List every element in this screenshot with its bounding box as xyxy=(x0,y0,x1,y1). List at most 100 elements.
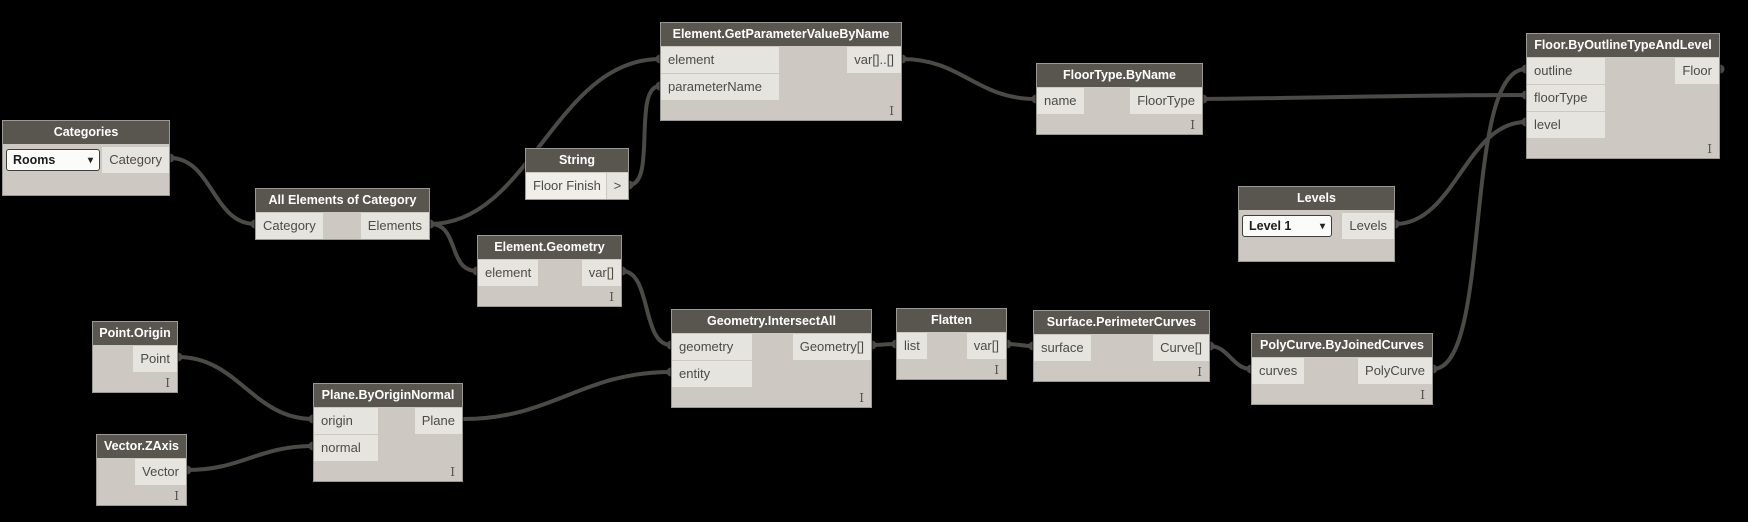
dropdown-value: Level 1 xyxy=(1249,219,1292,233)
output-port-floor[interactable]: Floor xyxy=(1675,58,1719,84)
node-title[interactable]: PolyCurve.ByJoinedCurves xyxy=(1252,334,1432,357)
wire-elements-to-getparam-element[interactable] xyxy=(428,57,662,226)
node-surface-perimetercurves[interactable]: Surface.PerimeterCurves surface Curve[] … xyxy=(1033,310,1210,382)
node-footer xyxy=(1239,241,1394,261)
output-port-vector[interactable]: Vector xyxy=(135,459,186,485)
node-plane-byoriginnormal[interactable]: Plane.ByOriginNormal origin Plane normal… xyxy=(313,383,463,482)
input-port-element[interactable]: element xyxy=(661,47,779,73)
output-port-var[interactable]: var[] xyxy=(581,260,621,286)
category-dropdown[interactable]: Rooms ▾ xyxy=(6,149,100,171)
wire-polycurve-to-floor-outline[interactable] xyxy=(1431,67,1528,371)
node-title[interactable]: Plane.ByOriginNormal xyxy=(314,384,462,407)
node-title[interactable]: Floor.ByOutlineTypeAndLevel xyxy=(1527,34,1719,57)
input-port-entity[interactable]: entity xyxy=(672,361,752,387)
input-port-origin[interactable]: origin xyxy=(314,408,378,434)
node-point-origin[interactable]: Point.Origin Point I xyxy=(92,321,178,393)
wire-levels-to-floor-level[interactable] xyxy=(1393,120,1528,226)
node-footer: I xyxy=(1527,138,1719,158)
node-title[interactable]: Levels xyxy=(1239,187,1394,210)
node-title[interactable]: Geometry.IntersectAll xyxy=(672,310,871,333)
input-port-list[interactable]: list xyxy=(897,333,927,359)
node-footer: I xyxy=(1034,361,1209,381)
wire-point-to-plane-origin[interactable] xyxy=(176,355,315,421)
lacing-indicator: I xyxy=(1420,388,1425,402)
node-title[interactable]: Vector.ZAxis xyxy=(97,435,186,458)
node-title[interactable]: Flatten xyxy=(897,309,1006,332)
node-levels[interactable]: Levels Level 1 ▾ Levels xyxy=(1238,186,1395,262)
node-all-elements-of-category[interactable]: All Elements of Category Category Elemen… xyxy=(255,188,430,240)
output-port-var[interactable]: var[]..[] xyxy=(847,47,901,73)
input-port-surface[interactable]: surface xyxy=(1034,335,1091,361)
node-string[interactable]: String Floor Finish > xyxy=(525,148,629,200)
chevron-down-icon: ▾ xyxy=(1319,220,1325,232)
output-port-plane[interactable]: Plane xyxy=(414,408,462,434)
wire-perimetercurves-to-polycurve[interactable] xyxy=(1208,344,1253,371)
output-port-category[interactable]: Category xyxy=(102,147,169,173)
input-port-name[interactable]: name xyxy=(1037,88,1084,114)
node-title[interactable]: String xyxy=(526,149,628,172)
node-footer: I xyxy=(93,372,177,392)
output-port-floortype[interactable]: FloorType xyxy=(1130,88,1202,114)
node-footer: I xyxy=(661,100,901,120)
output-port-var[interactable]: var[] xyxy=(966,333,1006,359)
wire-vector-to-plane-normal[interactable] xyxy=(185,444,315,472)
node-title[interactable]: Point.Origin xyxy=(93,322,177,345)
node-footer: I xyxy=(1037,114,1202,134)
string-value-input[interactable]: Floor Finish xyxy=(526,173,606,199)
level-dropdown[interactable]: Level 1 ▾ xyxy=(1242,215,1332,237)
node-title[interactable]: Surface.PerimeterCurves xyxy=(1034,311,1209,334)
wire-flatten-to-perimetercurves[interactable] xyxy=(1005,342,1035,348)
node-footer: I xyxy=(672,387,871,407)
output-port-string[interactable]: > xyxy=(606,173,628,199)
output-port-elements[interactable]: Elements xyxy=(360,213,429,239)
lacing-indicator: I xyxy=(1197,365,1202,379)
input-port-level[interactable]: level xyxy=(1527,112,1605,138)
wire-elementgeometry-to-intersectall[interactable] xyxy=(620,269,673,347)
node-title[interactable]: Element.Geometry xyxy=(478,236,621,259)
wire-intersectall-to-flatten[interactable] xyxy=(870,342,898,347)
node-element-geometry[interactable]: Element.Geometry element var[] I xyxy=(477,235,622,307)
input-port-geometry[interactable]: geometry xyxy=(672,334,752,360)
wire-string-to-parametername[interactable] xyxy=(627,84,662,187)
wire-getparam-to-floortypename[interactable] xyxy=(900,57,1038,101)
lacing-indicator: I xyxy=(1190,118,1195,132)
wire-floortype-to-floor[interactable] xyxy=(1201,93,1528,101)
output-port-point[interactable]: Point xyxy=(133,346,177,372)
node-title[interactable]: Categories xyxy=(3,121,169,144)
node-title[interactable]: All Elements of Category xyxy=(256,189,429,212)
lacing-indicator: I xyxy=(174,489,179,503)
node-flatten[interactable]: Flatten list var[] I xyxy=(896,308,1007,380)
node-element-getparametervaluebyname[interactable]: Element.GetParameterValueByName element … xyxy=(660,22,902,121)
output-port-curvearray[interactable]: Curve[] xyxy=(1153,335,1209,361)
node-polycurve-byjoinedcurves[interactable]: PolyCurve.ByJoinedCurves curves PolyCurv… xyxy=(1251,333,1433,405)
output-port-polycurve[interactable]: PolyCurve xyxy=(1358,358,1432,384)
node-title[interactable]: Element.GetParameterValueByName xyxy=(661,23,901,46)
wire-categories-to-allelements[interactable] xyxy=(168,156,257,226)
node-title[interactable]: FloorType.ByName xyxy=(1037,64,1202,87)
node-floortype-byname[interactable]: FloorType.ByName name FloorType I xyxy=(1036,63,1203,135)
node-floor-byoutlinetypeandlevel[interactable]: Floor.ByOutlineTypeAndLevel outline Floo… xyxy=(1526,33,1720,159)
input-port-outline[interactable]: outline xyxy=(1527,58,1605,84)
lacing-indicator: I xyxy=(450,465,455,479)
lacing-indicator: I xyxy=(609,290,614,304)
node-footer: I xyxy=(1252,384,1432,404)
node-footer: I xyxy=(314,461,462,481)
wire-plane-to-intersectall-entity[interactable] xyxy=(461,370,673,421)
lacing-indicator: I xyxy=(889,104,894,118)
input-port-parametername[interactable]: parameterName xyxy=(661,74,779,100)
input-port-element[interactable]: element xyxy=(478,260,539,286)
input-port-normal[interactable]: normal xyxy=(314,435,378,461)
output-port-levels[interactable]: Levels xyxy=(1342,213,1394,239)
output-port-geometryarray[interactable]: Geometry[] xyxy=(792,334,871,360)
node-geometry-intersectall[interactable]: Geometry.IntersectAll geometry Geometry[… xyxy=(671,309,872,408)
lacing-indicator: I xyxy=(1707,142,1712,156)
wire-elements-to-elementgeometry[interactable] xyxy=(428,222,479,273)
input-port-category[interactable]: Category xyxy=(256,213,323,239)
node-categories[interactable]: Categories Rooms ▾ Category xyxy=(2,120,170,196)
input-port-floortype[interactable]: floorType xyxy=(1527,85,1605,111)
input-port-curves[interactable]: curves xyxy=(1252,358,1305,384)
node-vector-zaxis[interactable]: Vector.ZAxis Vector I xyxy=(96,434,187,506)
node-footer: I xyxy=(897,359,1006,379)
dropdown-value: Rooms xyxy=(13,153,56,167)
